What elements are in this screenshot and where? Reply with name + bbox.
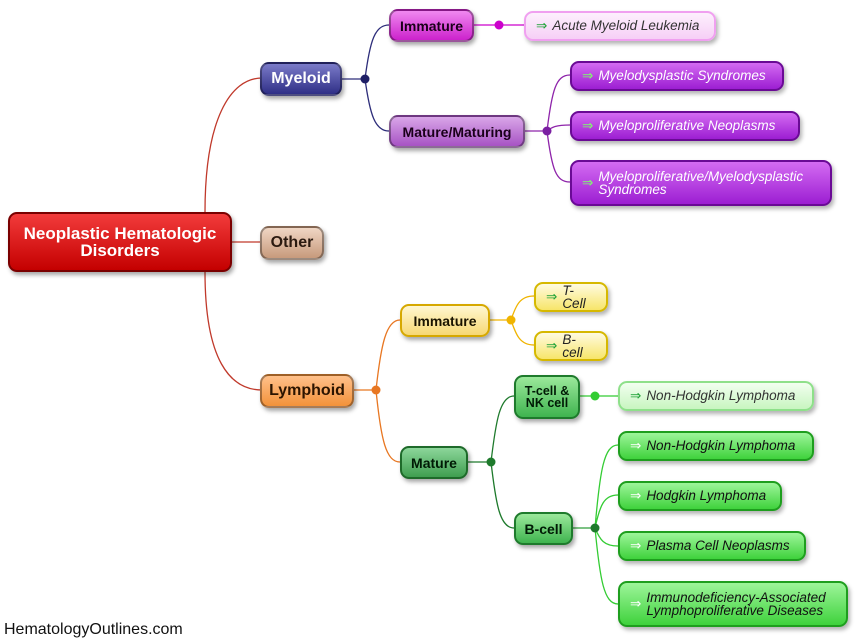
arrow-icon: ⇒ <box>582 68 594 84</box>
lymphoid-mature-node: Mature <box>400 446 468 479</box>
lymphoid-immature-label: Immature <box>413 312 477 329</box>
leaf-immunodeficiency-line1: Immunodeficiency-Associated <box>646 589 826 605</box>
b-cell-node: B-cell <box>514 512 573 545</box>
leaf-nhl-t-text: Non-Hodgkin Lymphoma <box>646 388 796 404</box>
leaf-b-cell-text: B-cell <box>562 331 583 360</box>
root-label: Neoplastic Hematologic Disorders <box>23 224 217 260</box>
leaf-b-cell-immature: ⇒ B-cell <box>534 331 608 361</box>
b-cell-label: B-cell <box>524 520 563 537</box>
leaf-mds-text: Myelodysplastic Syndromes <box>598 68 766 84</box>
arrow-icon: ⇒ <box>630 538 642 554</box>
leaf-mpn-text: Myeloproliferative Neoplasms <box>598 118 776 134</box>
leaf-immunodeficiency-line2: Lymphoproliferative Diseases <box>646 603 824 618</box>
lymphoid-label: Lymphoid <box>269 382 345 399</box>
arrow-icon: ⇒ <box>582 118 594 134</box>
root-node: Neoplastic Hematologic Disorders <box>8 212 232 272</box>
leaf-mds-mpn-line2: Syndromes <box>598 182 667 197</box>
leaf-mds-mpn-line1: Myeloproliferative/Myelodysplastic <box>598 168 804 184</box>
other-node: Other <box>260 226 324 260</box>
arrow-icon: ⇒ <box>546 289 558 305</box>
leaf-aml-text: Acute Myeloid Leukemia <box>552 18 700 34</box>
tnk-cell-line2: NK cell <box>525 396 569 410</box>
leaf-mpn: ⇒ Myeloproliferative Neoplasms <box>570 111 800 141</box>
arrow-icon: ⇒ <box>630 488 642 504</box>
leaf-nhl-t: ⇒ Non-Hodgkin Lymphoma <box>618 381 814 411</box>
leaf-immunodeficiency: ⇒ Immunodeficiency-Associated Lymphoprol… <box>618 581 848 627</box>
tnk-cell-line1: T-cell & <box>524 383 570 398</box>
leaf-aml: ⇒ Acute Myeloid Leukemia <box>524 11 716 41</box>
arrow-icon: ⇒ <box>630 596 642 612</box>
leaf-plasma-cell-text: Plasma Cell Neoplasms <box>646 538 790 554</box>
myeloid-immature-node: Immature <box>389 9 474 42</box>
arrow-icon: ⇒ <box>536 18 548 34</box>
leaf-plasma-cell: ⇒ Plasma Cell Neoplasms <box>618 531 806 561</box>
leaf-mds-mpn: ⇒ Myeloproliferative/Myelodysplastic Syn… <box>570 160 832 206</box>
arrow-icon: ⇒ <box>630 388 642 404</box>
myeloid-node: Myeloid <box>260 62 342 96</box>
lymphoid-mature-label: Mature <box>411 454 457 471</box>
other-label: Other <box>270 234 314 251</box>
myeloid-mature-node: Mature/Maturing <box>389 115 525 148</box>
leaf-nhl-b-text: Non-Hodgkin Lymphoma <box>646 438 796 454</box>
myeloid-immature-label: Immature <box>399 17 464 34</box>
leaf-mds: ⇒ Myelodysplastic Syndromes <box>570 61 784 91</box>
footer-watermark: HematologyOutlines.com <box>4 621 183 638</box>
myeloid-mature-label: Mature/Maturing <box>402 123 512 140</box>
arrow-icon: ⇒ <box>582 175 594 191</box>
leaf-hodgkin-text: Hodgkin Lymphoma <box>646 488 767 504</box>
lymphoid-node: Lymphoid <box>260 374 354 408</box>
leaf-immunodeficiency-text: Immunodeficiency-Associated Lymphoprolif… <box>646 589 826 618</box>
lymphoid-immature-node: Immature <box>400 304 490 337</box>
tnk-cell-label: T-cell & NK cell <box>524 383 570 410</box>
arrow-icon: ⇒ <box>546 338 558 354</box>
arrow-icon: ⇒ <box>630 438 642 454</box>
leaf-mds-mpn-text: Myeloproliferative/Myelodysplastic Syndr… <box>598 168 804 197</box>
leaf-t-cell-immature: ⇒ T-Cell <box>534 282 608 312</box>
leaf-hodgkin: ⇒ Hodgkin Lymphoma <box>618 481 782 511</box>
tnk-cell-node: T-cell & NK cell <box>514 375 580 419</box>
leaf-nhl-b: ⇒ Non-Hodgkin Lymphoma <box>618 431 814 461</box>
myeloid-label: Myeloid <box>271 70 331 87</box>
leaf-t-cell-text: T-Cell <box>562 282 586 311</box>
